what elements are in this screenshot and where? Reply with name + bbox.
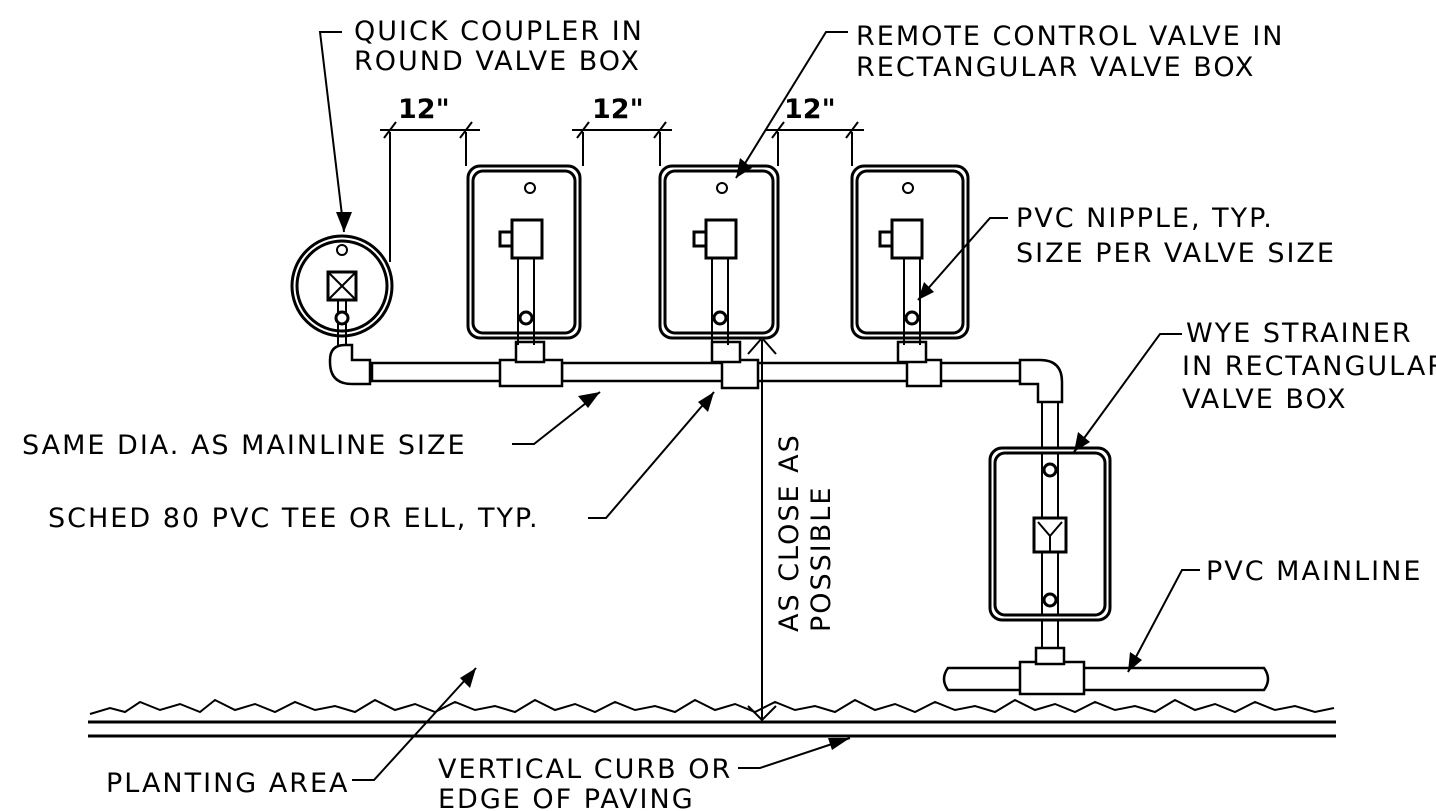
label-pvc-nipple-line1: PVC NIPPLE, TYP.	[1016, 203, 1274, 234]
label-sched-80: SCHED 80 PVC TEE OR ELL, TYP.	[48, 503, 540, 534]
pvc-tee-3	[896, 340, 943, 388]
label-planting-area: PLANTING AREA	[106, 768, 350, 799]
label-remote-valve-line1: REMOTE CONTROL VALVE IN	[856, 21, 1285, 52]
quick-coupler-round-valve-box	[290, 234, 394, 345]
label-as-close-line1: AS CLOSE AS	[774, 433, 805, 632]
label-remote-valve-line2: RECTANGULAR VALVE BOX	[856, 52, 1255, 83]
label-wye-strainer-line1: WYE STRAINER	[1186, 318, 1413, 349]
label-pvc-nipple-line2: SIZE PER VALVE SIZE	[1016, 238, 1336, 269]
label-quick-coupler-line1: QUICK COUPLER IN	[354, 16, 644, 47]
pvc-tee-1	[498, 340, 564, 388]
valve-box-3	[850, 164, 970, 345]
pvc-mainline	[942, 646, 1270, 696]
wye-strainer-valve-box	[988, 402, 1112, 662]
label-same-dia: SAME DIA. AS MAINLINE SIZE	[22, 430, 467, 461]
leader-lines	[318, 31, 1200, 781]
valve-box-1	[466, 164, 582, 345]
label-as-close-as-possible: AS CLOSE AS POSSIBLE	[774, 433, 837, 632]
planting-area-ground-line	[89, 698, 1335, 715]
pvc-tee-2	[710, 340, 760, 390]
label-quick-coupler-line2: ROUND VALVE BOX	[354, 46, 641, 77]
dimension-12in-3: 12"	[784, 94, 836, 125]
label-wye-strainer-line2: IN RECTANGULAR	[1182, 351, 1436, 382]
valve-box-2	[658, 164, 780, 345]
label-as-close-line2: POSSIBLE	[806, 486, 837, 632]
label-curb-line2: EDGE OF PAVING	[438, 784, 695, 811]
dimension-12in-1: 12"	[398, 94, 450, 125]
dimension-lines	[380, 121, 864, 722]
label-wye-strainer-line3: VALVE BOX	[1182, 384, 1347, 415]
label-curb-line1: VERTICAL CURB OR	[438, 754, 732, 785]
dimension-12in-2: 12"	[592, 94, 644, 125]
manifold-pipe	[328, 343, 1064, 404]
curb-edge-lines	[88, 720, 1336, 738]
label-pvc-mainline: PVC MAINLINE	[1206, 556, 1422, 587]
